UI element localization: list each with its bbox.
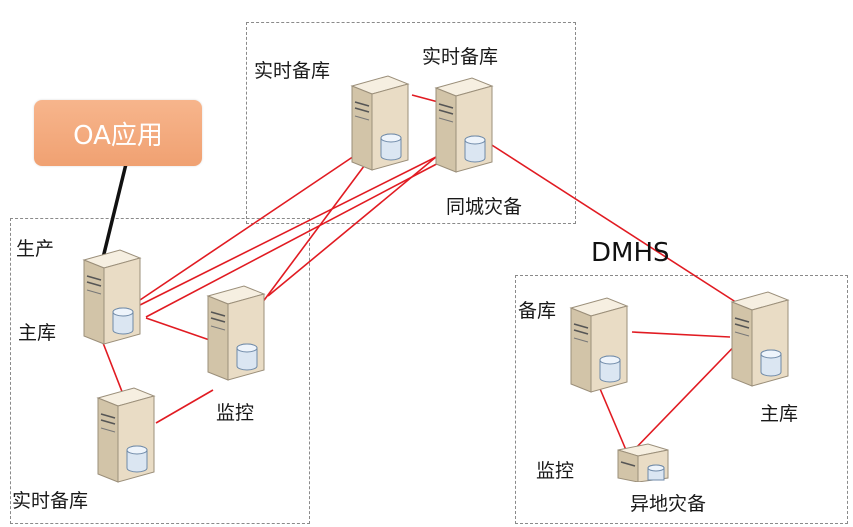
server-icon-production-realtime xyxy=(96,387,156,483)
link-main-to-sc1 xyxy=(139,147,367,301)
link-monitor-to-sc2 xyxy=(267,151,443,297)
remote-monitor-label: 监控 xyxy=(536,460,575,482)
production-zone xyxy=(10,218,310,524)
server-icon-remote-main xyxy=(730,291,790,387)
link-app-to-main xyxy=(98,163,128,271)
link-realtime-to-monitor xyxy=(155,389,214,424)
link-main-to-sc2-b xyxy=(145,157,449,318)
server-icon-remote-monitor xyxy=(617,443,669,482)
remote-main-label: 主库 xyxy=(760,403,799,425)
link-standby-to-monitor xyxy=(597,383,627,451)
same-city-zone xyxy=(246,22,576,224)
remote-caption: 异地灾备 xyxy=(630,493,707,515)
samecity-left-label: 实时备库 xyxy=(254,60,331,82)
remote-standby-label: 备库 xyxy=(518,300,557,322)
samecity-caption: 同城灾备 xyxy=(446,196,523,218)
link-remote-main-to-standby xyxy=(631,331,731,338)
server-icon-production-main xyxy=(82,249,142,345)
link-main-to-sc2 xyxy=(139,149,451,306)
server-icon-samecity-left xyxy=(350,75,410,171)
production-title: 生产 xyxy=(16,238,55,260)
oa-application-box: OA应用 xyxy=(34,100,202,166)
production-monitor-label: 监控 xyxy=(216,402,255,424)
link-remote-main-to-monitor xyxy=(631,331,749,453)
dmhs-label: DMHS xyxy=(591,238,670,268)
server-icon-remote-standby xyxy=(569,297,629,393)
production-realtime-label: 实时备库 xyxy=(12,490,89,512)
production-main-label: 主库 xyxy=(18,322,57,344)
link-monitor-to-sc1 xyxy=(261,149,377,304)
link-sc2-to-remote-main xyxy=(483,139,746,309)
remote-zone xyxy=(515,275,848,524)
samecity-right-label: 实时备库 xyxy=(422,46,499,68)
server-icon-samecity-right xyxy=(434,77,494,173)
server-icon-production-monitor xyxy=(206,285,266,381)
